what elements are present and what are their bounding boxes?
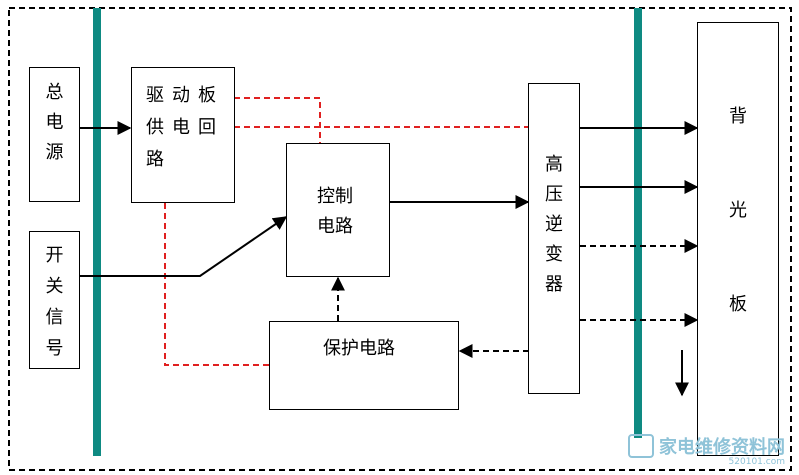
main-power-block: 总 电 源	[29, 67, 80, 202]
inverter-block: 高 压 逆 变 器	[528, 83, 580, 394]
driver-power-block: 驱动板 供电回 路	[131, 67, 235, 203]
left-separator-bar	[93, 8, 101, 456]
watermark: 家电维修资料网 520101.com	[627, 433, 785, 467]
outer-frame	[8, 7, 792, 471]
switch-signal-block: 开 关 信 号	[29, 231, 80, 369]
control-circuit-label: 控制 电路	[317, 186, 353, 237]
driver-power-label: 驱动板 供电回 路	[146, 85, 224, 170]
red-line-driver-to-control	[234, 97, 321, 143]
arrow-switch-to-control	[79, 216, 288, 277]
watermark-text: 家电维修资料网	[659, 437, 785, 458]
inverter-label: 高 压 逆 变 器	[545, 154, 563, 295]
protection-circuit-label: 保护电路	[323, 338, 395, 359]
backlight-block: 背 光 板	[697, 22, 779, 456]
red-line-driver-to-protection	[164, 203, 270, 366]
solid-arrows	[79, 121, 699, 397]
switch-signal-label: 开 关 信 号	[45, 245, 64, 359]
dashed-arrows	[331, 239, 699, 358]
watermark-logo-icon	[627, 434, 654, 458]
main-power-label: 总 电 源	[45, 82, 64, 163]
backlight-label: 背 光 板	[729, 106, 747, 315]
control-circuit-block: 控制 电路	[286, 143, 390, 277]
protection-circuit-block: 保护电路	[269, 321, 459, 410]
red-dashed-lines	[164, 97, 529, 366]
watermark-url: 520101.com	[728, 457, 785, 467]
right-separator-bar	[634, 8, 642, 438]
